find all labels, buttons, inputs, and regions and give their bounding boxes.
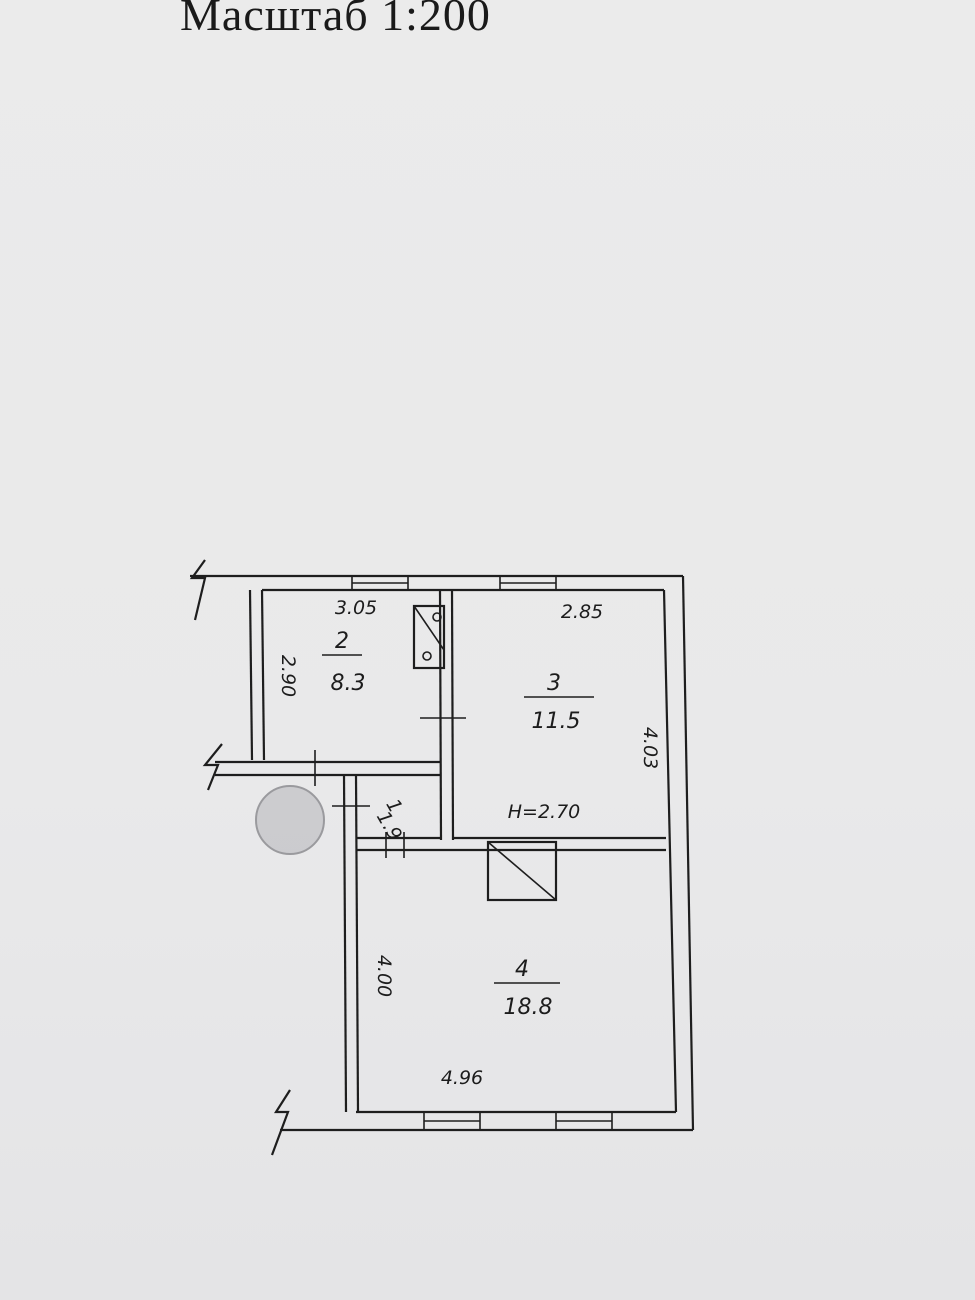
dim-room-4-width: 4.96 bbox=[441, 1067, 483, 1089]
room-3-label: 3 11.5 bbox=[524, 671, 594, 734]
room-4-area: 18.8 bbox=[504, 995, 553, 1020]
room-2-label: 2 8.3 bbox=[322, 629, 366, 696]
room-4-label: 4 18.8 bbox=[494, 957, 560, 1020]
ceiling-height: H=2.70 bbox=[508, 801, 581, 823]
stove-symbol bbox=[412, 604, 446, 670]
break-symbols bbox=[189, 559, 291, 1156]
ink-stamp bbox=[255, 785, 325, 855]
door-marks bbox=[314, 717, 466, 858]
dim-room-2-width: 3.05 bbox=[335, 597, 377, 619]
windows bbox=[351, 575, 613, 1131]
dim-room-3-width: 2.85 bbox=[561, 601, 603, 623]
stove-symbol-room-4 bbox=[486, 840, 558, 902]
dim-room-2-depth: 2.90 bbox=[277, 655, 299, 697]
room-2-number: 2 bbox=[335, 629, 349, 654]
room-3-area: 11.5 bbox=[532, 709, 581, 734]
interior-walls bbox=[356, 589, 666, 852]
room-4-number: 4 bbox=[515, 957, 529, 982]
outer-walls bbox=[190, 574, 695, 1132]
room-3-number: 3 bbox=[547, 671, 561, 696]
scale-title: Масштаб 1:200 bbox=[180, 0, 491, 40]
room-2-area: 8.3 bbox=[331, 671, 366, 696]
dim-room-4-depth: 4.00 bbox=[373, 955, 395, 997]
dim-room-3-depth: 4.03 bbox=[639, 727, 661, 769]
